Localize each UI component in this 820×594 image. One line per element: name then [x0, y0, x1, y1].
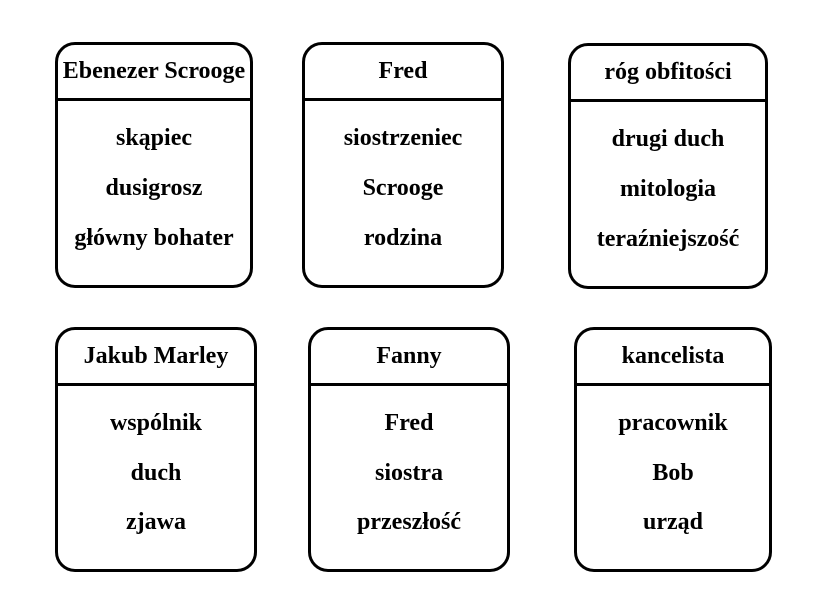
flashcard-kancelista: kancelista pracownik Bob urząd — [574, 327, 772, 572]
card-item: zjawa — [126, 509, 186, 535]
card-item: pracownik — [618, 410, 728, 436]
flashcard-ebenezer-scrooge: Ebenezer Scrooge skąpiec dusigrosz główn… — [55, 42, 253, 288]
card-body: Fred siostra przeszłość — [311, 386, 507, 569]
card-item: dusigrosz — [105, 175, 203, 201]
card-item: wspólnik — [109, 410, 203, 436]
card-title: Fanny — [311, 330, 507, 386]
card-item: rodzina — [363, 225, 443, 251]
card-body: skąpiec dusigrosz główny bohater — [58, 101, 250, 285]
flashcard-rog-obfitosci: róg obfitości drugi duch mitologia teraź… — [568, 43, 768, 289]
card-item: drugi duch — [611, 126, 725, 152]
card-item: Scrooge — [362, 175, 444, 201]
card-title: Fred — [305, 45, 501, 101]
card-title: róg obfitości — [571, 46, 765, 102]
card-title: Jakub Marley — [58, 330, 254, 386]
card-item: duch — [130, 459, 182, 486]
card-item: teraźniejszość — [596, 226, 740, 252]
flashcard-fanny: Fanny Fred siostra przeszłość — [308, 327, 510, 572]
card-item: Bob — [652, 459, 694, 486]
card-body: wspólnik duch zjawa — [58, 386, 254, 569]
card-body: drugi duch mitologia teraźniejszość — [571, 102, 765, 286]
flashcard-fred: Fred siostrzeniec Scrooge rodzina — [302, 42, 504, 288]
card-item: siostra — [375, 459, 443, 486]
flashcard-jakub-marley: Jakub Marley wspólnik duch zjawa — [55, 327, 257, 572]
card-item: siostrzeniec — [343, 125, 463, 151]
card-body: pracownik Bob urząd — [577, 386, 769, 569]
card-item: przeszłość — [357, 509, 461, 535]
card-body: siostrzeniec Scrooge rodzina — [305, 101, 501, 285]
card-item: skąpiec — [115, 125, 192, 151]
card-title: Ebenezer Scrooge — [58, 45, 250, 101]
card-item: mitologia — [620, 176, 716, 202]
card-title: kancelista — [577, 330, 769, 386]
card-item: Fred — [384, 410, 434, 436]
card-item: urząd — [643, 509, 703, 535]
card-item: główny bohater — [74, 225, 234, 251]
